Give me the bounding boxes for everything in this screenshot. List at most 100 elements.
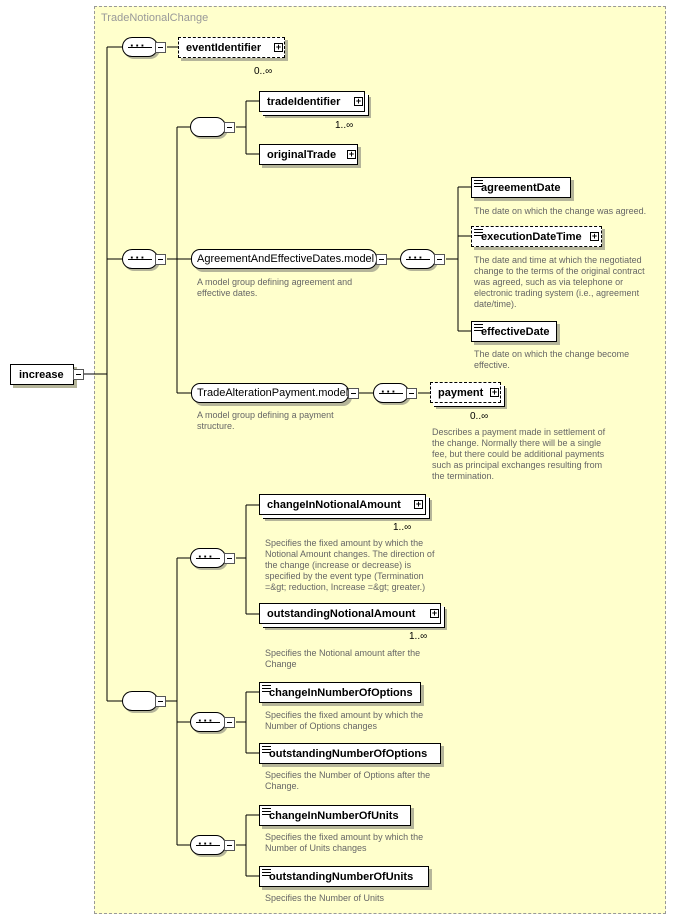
doc-line: Change	[265, 659, 297, 669]
group-trade-alteration-payment[interactable]: TradeAlterationPayment.model	[191, 383, 349, 403]
expand-icon[interactable]: +	[354, 96, 363, 106]
element-tradeIdentifier[interactable]: tradeIdentifier	[259, 91, 365, 112]
doc-line: date/time).	[474, 299, 517, 309]
expand-icon[interactable]: +	[274, 42, 283, 52]
element-documentation: Specifies the fixed amount by which the …	[265, 832, 423, 854]
collapse-icon[interactable]	[348, 388, 359, 399]
element-originalTrade[interactable]: originalTrade	[259, 144, 358, 165]
choice-compositor-icon	[190, 117, 226, 137]
element-documentation: The date on which the change become effe…	[474, 349, 629, 371]
element-label: originalTrade	[267, 149, 337, 161]
element-documentation: Describes a payment made in settlement o…	[432, 427, 605, 482]
sequence-compositor-icon	[400, 249, 436, 269]
doc-line: fee, but there could be additional payme…	[432, 449, 605, 459]
element-changeInNotionalAmount[interactable]: changeInNotionalAmount	[259, 494, 426, 515]
sequence-compositor-icon	[190, 835, 226, 855]
doc-line: change to the terms of the original cont…	[474, 266, 645, 276]
doc-line: the change (increase or decrease) is	[265, 560, 412, 570]
root-element-label: increase	[19, 369, 64, 381]
expand-icon[interactable]: +	[490, 387, 499, 397]
collapse-icon[interactable]	[155, 254, 166, 265]
root-element-increase[interactable]: increase	[10, 364, 74, 385]
expand-icon[interactable]: +	[590, 231, 599, 241]
doc-line: The date on which the change become	[474, 349, 630, 359]
collapse-icon[interactable]	[224, 553, 235, 564]
doc-line: structure.	[197, 421, 235, 431]
doc-line: Number of Units changes	[265, 843, 367, 853]
doc-line: Number of Options changes	[265, 721, 378, 731]
element-label: changeInNumberOfOptions	[269, 687, 413, 699]
element-label: changeInNumberOfUnits	[269, 810, 399, 822]
complex-type-title: TradeNotionalChange	[101, 12, 209, 24]
group-label: AgreementAndEffectiveDates.model	[197, 253, 375, 265]
collapse-icon[interactable]	[155, 696, 166, 707]
cardinality-label: 0..∞	[254, 66, 273, 77]
expand-icon[interactable]: +	[430, 608, 439, 618]
element-documentation: Specifies the Number of Options after th…	[265, 770, 430, 792]
element-outstandingNotionalAmount[interactable]: outstandingNotionalAmount	[259, 603, 441, 624]
doc-line: =&gt; reduction, Increase =&gt; greater.…	[265, 582, 426, 592]
collapse-icon[interactable]	[434, 254, 445, 265]
group-documentation: A model group defining agreement and eff…	[197, 277, 352, 299]
doc-line: Specifies the Notional amount after the	[265, 648, 421, 658]
doc-line: Specifies the Number of Options after th…	[265, 770, 431, 780]
element-changeInNumberOfUnits[interactable]: changeInNumberOfUnits	[259, 805, 411, 826]
expand-icon[interactable]: +	[414, 499, 423, 509]
doc-line: Describes a payment made in settlement o…	[432, 427, 606, 437]
sequence-compositor-icon	[190, 712, 226, 732]
doc-line: The date and time at which the negotiate…	[474, 255, 642, 265]
element-label: agreementDate	[481, 182, 561, 194]
element-label: outstandingNotionalAmount	[267, 608, 416, 620]
sequence-compositor-icon	[373, 383, 409, 403]
element-effectiveDate[interactable]: effectiveDate	[471, 321, 557, 342]
element-executionDateTime[interactable]: executionDateTime	[471, 226, 602, 247]
element-outstandingNumberOfUnits[interactable]: outstandingNumberOfUnits	[259, 866, 429, 887]
element-label: changeInNotionalAmount	[267, 499, 401, 511]
doc-line: effective.	[474, 360, 510, 370]
doc-line: Specifies the fixed amount by which the	[265, 538, 424, 548]
element-eventIdentifier[interactable]: eventIdentifier	[178, 37, 285, 58]
element-changeInNumberOfOptions[interactable]: changeInNumberOfOptions	[259, 682, 421, 703]
doc-line: Change.	[265, 781, 300, 791]
element-label: payment	[438, 387, 484, 399]
sequence-compositor-icon	[122, 37, 158, 57]
collapse-icon[interactable]	[73, 369, 84, 380]
collapse-icon[interactable]	[224, 122, 235, 133]
element-agreementDate[interactable]: agreementDate	[471, 177, 571, 198]
doc-line: Specifies the Number of Units	[265, 893, 385, 903]
element-label: eventIdentifier	[186, 42, 262, 54]
collapse-icon[interactable]	[224, 840, 235, 851]
collapse-icon[interactable]	[224, 717, 235, 728]
doc-line: Specifies the fixed amount by which the	[265, 832, 424, 842]
collapse-icon[interactable]	[406, 388, 417, 399]
collapse-icon[interactable]	[155, 42, 166, 53]
doc-line: A model group defining a payment	[197, 410, 334, 420]
element-label: outstandingNumberOfOptions	[269, 748, 428, 760]
doc-line: Notional Amount changes. The direction o…	[265, 549, 435, 559]
group-agreement-and-effective-dates[interactable]: AgreementAndEffectiveDates.model	[191, 249, 377, 269]
sequence-compositor-icon	[190, 548, 226, 568]
expand-icon[interactable]: +	[347, 149, 356, 159]
doc-line: Specifies the fixed amount by which the	[265, 710, 424, 720]
element-label: tradeIdentifier	[267, 96, 341, 108]
element-documentation: Specifies the Notional amount after the …	[265, 648, 420, 670]
element-documentation: Specifies the Number of Units	[265, 893, 384, 904]
cardinality-label: 0..∞	[470, 411, 489, 422]
doc-line: A model group defining agreement and	[197, 277, 353, 287]
doc-line: such as principal exchanges resulting fr…	[432, 460, 603, 470]
doc-line: specified by the event type (Termination	[265, 571, 424, 581]
doc-line: The date on which the change was agreed.	[474, 206, 647, 216]
cardinality-label: 1..∞	[335, 120, 354, 131]
group-label: TradeAlterationPayment.model	[197, 387, 349, 399]
doc-line: electronic trading system (i.e., agreeme…	[474, 288, 640, 298]
element-payment[interactable]: payment	[430, 382, 501, 403]
element-label: effectiveDate	[481, 326, 550, 338]
element-documentation: The date on which the change was agreed.	[474, 206, 646, 217]
group-documentation: A model group defining a payment structu…	[197, 410, 334, 432]
collapse-icon[interactable]	[376, 254, 387, 265]
doc-line: the change. Normally there will be a sin…	[432, 438, 602, 448]
element-documentation: Specifies the fixed amount by which the …	[265, 710, 423, 732]
element-documentation: The date and time at which the negotiate…	[474, 255, 645, 310]
element-outstandingNumberOfOptions[interactable]: outstandingNumberOfOptions	[259, 743, 441, 764]
